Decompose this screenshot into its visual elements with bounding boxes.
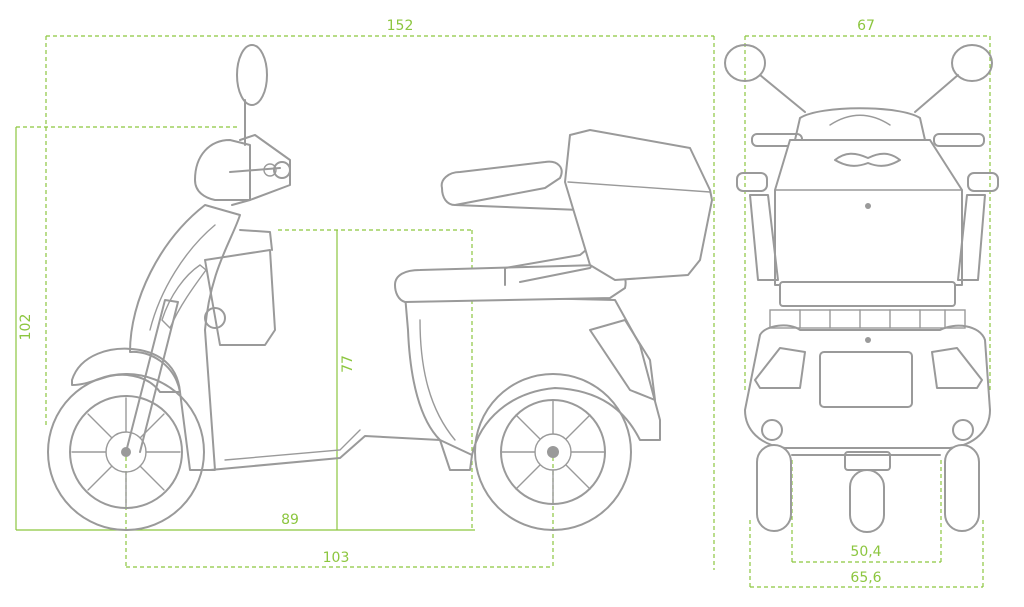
- license-plate: [819, 351, 913, 408]
- rear-wheel: [474, 373, 632, 531]
- overall-length-label: 152: [387, 18, 414, 34]
- left-fog-light: [761, 419, 783, 441]
- right-mirror-stalk: [914, 74, 959, 113]
- backrest: [440, 160, 563, 206]
- handlebar: [229, 167, 281, 173]
- seat-height-label: 77: [340, 355, 356, 373]
- left-mirror: [724, 44, 766, 82]
- side-view-scooter: [47, 44, 713, 531]
- rear-body-line: [419, 319, 456, 441]
- side-mirror: [236, 44, 268, 106]
- floorboard-edge: [224, 429, 361, 461]
- seat: [394, 264, 627, 303]
- leg-shield-inner-line: [149, 224, 216, 331]
- top-box-lid-line: [567, 181, 711, 193]
- wheelbase-label: 103: [323, 550, 350, 566]
- top-box-lock: [865, 203, 871, 209]
- right-fog-light: [952, 419, 974, 441]
- throttle: [263, 163, 277, 177]
- overall-height-label: 102: [18, 314, 34, 341]
- rear-body-panel: [744, 324, 991, 449]
- top-box: [564, 129, 713, 281]
- side-view-dimensions: [15, 35, 715, 570]
- rear-view-scooter: [724, 44, 999, 533]
- rear-reflector-dot: [865, 337, 871, 343]
- right-rear-light: [931, 347, 983, 389]
- rear-width-label: 65,6: [850, 570, 881, 586]
- right-rear-tire: [944, 444, 980, 532]
- front-indicator: [161, 264, 207, 330]
- left-mirror-stalk: [759, 74, 806, 113]
- speedometer: [829, 114, 891, 126]
- leg-shield: [129, 204, 241, 471]
- left-rear-light: [754, 347, 806, 389]
- right-side-body: [957, 194, 986, 281]
- left-rear-tire: [756, 444, 792, 532]
- brand-emblem: [834, 152, 901, 167]
- seat-rear: [779, 281, 956, 307]
- rack-slats: [799, 309, 946, 329]
- top-box-rear: [774, 139, 963, 286]
- side-reflector: [204, 307, 226, 329]
- rear-body: [404, 294, 661, 456]
- left-side-body: [749, 194, 779, 281]
- right-indicator: [967, 172, 999, 192]
- left-indicator: [736, 172, 768, 192]
- headlight-housing: [194, 139, 251, 201]
- front-tire: [849, 469, 885, 533]
- floorboard: [209, 435, 473, 471]
- rear-track-label: 50,4: [850, 544, 881, 560]
- side-panel: [204, 249, 276, 346]
- rear-light: [589, 319, 656, 401]
- rear-view-dimensions: [744, 35, 991, 588]
- right-mirror: [951, 44, 993, 82]
- front-fork: [125, 299, 179, 453]
- overall-width-label: 67: [857, 18, 875, 34]
- right-grip: [933, 133, 985, 147]
- steering-column-cover: [239, 229, 273, 251]
- floor-to-seat-label: 89: [281, 512, 299, 528]
- backrest-arm: [454, 204, 581, 211]
- rack-grille: [769, 309, 966, 329]
- handlebar-cowl: [794, 107, 926, 141]
- grip: [273, 161, 291, 179]
- dimension-labels: 152 102 77 89 103 67 50,4 65,6: [18, 18, 882, 586]
